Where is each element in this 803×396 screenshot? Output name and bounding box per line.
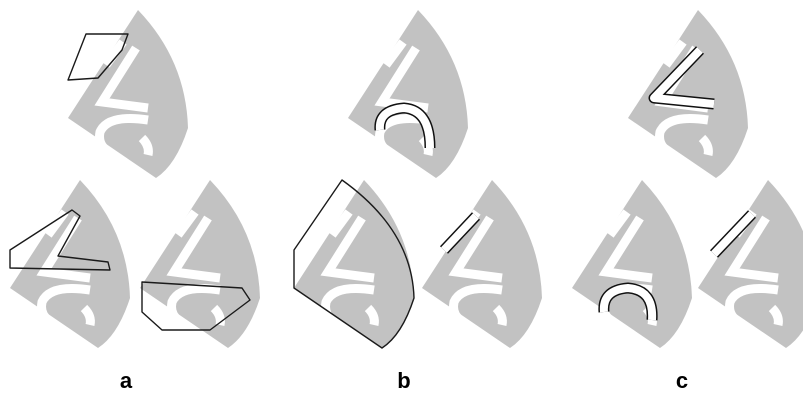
- panel-b-sector-bottom-left: [294, 180, 414, 348]
- panel-c-bottom-right-highlight: [711, 211, 755, 257]
- panel-c: [572, 10, 803, 348]
- panel-label-b: b: [397, 368, 411, 393]
- panel-b-sector-top: [348, 10, 468, 178]
- panel-c-sector-bottom-right: [698, 180, 803, 348]
- panel-c-sector-bottom-left: [572, 180, 692, 348]
- panel-label-a: a: [119, 368, 133, 393]
- panel-b-bottom-right-highlight: [441, 213, 479, 253]
- panel-b: [294, 10, 542, 348]
- panel-a: [10, 10, 260, 348]
- panel-b-bottom-left-full-outline: [293, 179, 415, 349]
- panel-a-sector-bottom-right: [140, 180, 260, 348]
- panel-label-c: c: [675, 368, 689, 393]
- panel-c-bottom-left-highlight: [599, 284, 657, 321]
- panel-a-bottom-left-selection-outline: [9, 209, 111, 271]
- panel-a-sector-bottom-left: [10, 180, 130, 348]
- panel-b-sector-bottom-right: [422, 180, 542, 348]
- panel-a-top-selection-outline: [67, 33, 129, 81]
- panel-c-top-highlight: [650, 47, 715, 108]
- panel-a-bottom-right-selection-outline: [141, 281, 251, 331]
- panel-a-sector-top: [68, 10, 188, 178]
- panel-b-top-highlight: [375, 104, 434, 149]
- panel-c-sector-top: [628, 10, 748, 178]
